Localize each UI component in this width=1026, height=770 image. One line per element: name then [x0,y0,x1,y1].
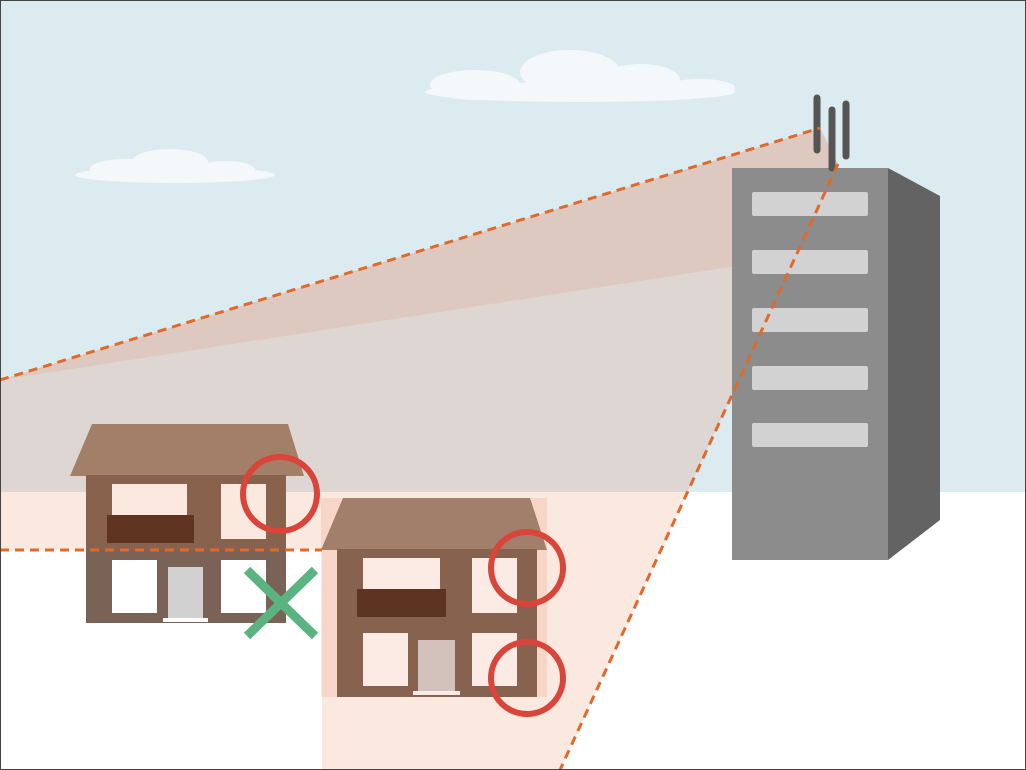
problem-circle-icon [488,639,566,717]
house-left-window [112,560,157,613]
cloud-large [425,50,735,102]
house-right-step [413,691,460,695]
problem-markers [240,454,566,717]
house-right [321,498,547,697]
house-left-step [163,618,208,622]
tower-window [752,423,868,447]
signal-line-lower [558,163,840,770]
signal-line-upper [0,126,821,382]
house-left-door [168,567,203,619]
house-right-roof [321,498,547,550]
tower-side [888,168,940,560]
house-right-balcony [357,589,446,617]
house-right-window [363,633,408,686]
problem-circle-icon [488,529,566,607]
antenna-icon [813,94,850,172]
house-left-balcony [107,515,194,543]
tower-window [752,192,868,216]
tower-window [752,250,868,274]
problem-circle-icon [240,454,320,534]
signal-boundary-lines [0,126,840,770]
coverage-footprint [0,128,838,770]
tower-front [732,168,888,560]
tower-window [752,366,868,390]
house-left-roof [70,424,304,476]
cloud-small [75,149,275,183]
tower-window [752,308,868,332]
tower-building [732,168,940,560]
cross-icon [243,566,319,640]
house-right-door [418,640,455,692]
house-right-coverage-tint [321,498,547,697]
